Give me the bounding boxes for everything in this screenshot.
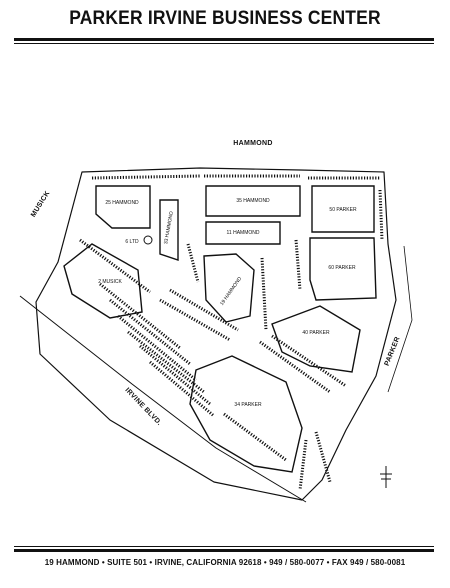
label-2-musick: 2 MUSICK [98,279,122,285]
building-2-musick [63,243,143,319]
label-40-parker: 40 PARKER [302,330,330,336]
building-33-hammond [159,199,179,261]
building-50-parker [311,185,375,233]
road-label-hammond: HAMMOND [233,140,272,147]
label-19-hammond: 19 HAMMOND [219,276,243,307]
label-25-hammond: 25 HAMMOND [105,200,139,206]
label-33-hammond: 33 HAMMOND [163,211,175,245]
road-label-parker: PARKER [384,336,402,367]
building-34-parker [189,355,303,473]
building-40-parker [271,305,361,373]
building-60-parker [309,237,377,301]
label-60-parker: 60 PARKER [328,265,356,271]
building-19-hammond [203,253,255,323]
building-11-hammond [205,221,281,245]
building-35-hammond [205,185,301,217]
label-11-hammond: 11 HAMMOND [227,230,260,236]
north-arrow-icon [380,466,392,488]
building-6-ltd [143,235,153,245]
label-34-parker: 34 PARKER [234,402,262,408]
footer-rule-thick [14,549,434,552]
footer-address: 19 HAMMOND • SUITE 501 • IRVINE, CALIFOR… [44,558,406,567]
building-25-hammond [95,185,151,229]
title-rule-thin [14,43,434,44]
title-rule-thick [14,38,434,41]
label-35-hammond: 35 HAMMOND [236,198,270,204]
label-6-ltd: 6 LTD [125,239,139,245]
irvine-blvd-edge [19,295,307,503]
road-label-musick: MUSICK [30,190,52,219]
parker-edge [387,245,413,393]
parking-rows [79,174,384,491]
label-50-parker: 50 PARKER [329,207,357,213]
page-title: PARKER IRVINE BUSINESS CENTER [69,8,381,29]
site-perimeter [35,167,397,501]
footer-rule-thin [14,546,434,547]
